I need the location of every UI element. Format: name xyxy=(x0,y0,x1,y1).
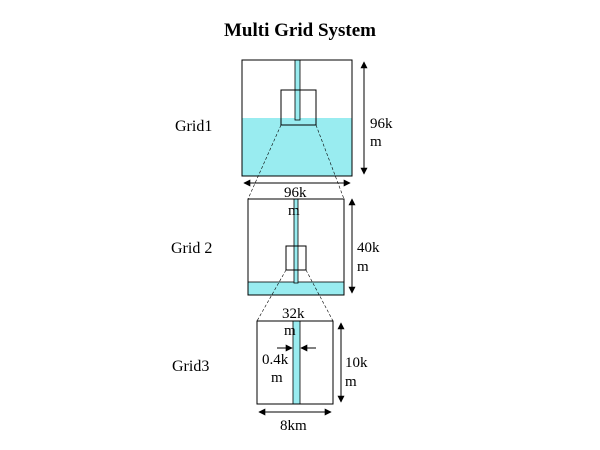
grid2-height-label-line2: m xyxy=(357,259,369,275)
grid2-water xyxy=(247,281,345,296)
grid3-domain xyxy=(256,320,334,405)
grid1-height-label-line2: m xyxy=(370,134,382,150)
grid3-channel-label-line1: 0.4k xyxy=(262,352,289,368)
grid1-domain xyxy=(241,59,353,177)
grid2 xyxy=(247,198,356,296)
grid3-channel-label-line2: m xyxy=(271,370,283,386)
grid1 xyxy=(241,59,368,187)
grid2-width-label-line2: m xyxy=(284,323,296,339)
zoom-line-1-right xyxy=(315,124,345,200)
grid3-width-label: 8km xyxy=(280,418,307,434)
grid1-width-label-line2: m xyxy=(288,203,300,219)
grid2-label: Grid 2 xyxy=(171,240,213,257)
grid3-height-label-line2: m xyxy=(345,374,357,390)
grid2-height-label-line1: 40k xyxy=(357,240,380,256)
grid1-width-label-line1: 96k xyxy=(284,185,307,201)
grid2-width-label-line1: 32k xyxy=(282,306,305,322)
diagram-title: Multi Grid System xyxy=(224,20,376,41)
grid2-domain xyxy=(247,198,345,296)
grid3-label: Grid3 xyxy=(172,358,210,375)
grid1-water xyxy=(242,118,352,176)
grid1-label: Grid1 xyxy=(175,118,213,135)
grid3-height-label-line1: 10k xyxy=(345,355,368,371)
grid1-subregion-box xyxy=(280,89,317,126)
grid1-height-label-line1: 96k xyxy=(370,116,393,132)
grid2-subregion-box xyxy=(285,245,307,271)
zoom-line-1-left xyxy=(247,124,282,200)
grid3 xyxy=(256,320,345,416)
